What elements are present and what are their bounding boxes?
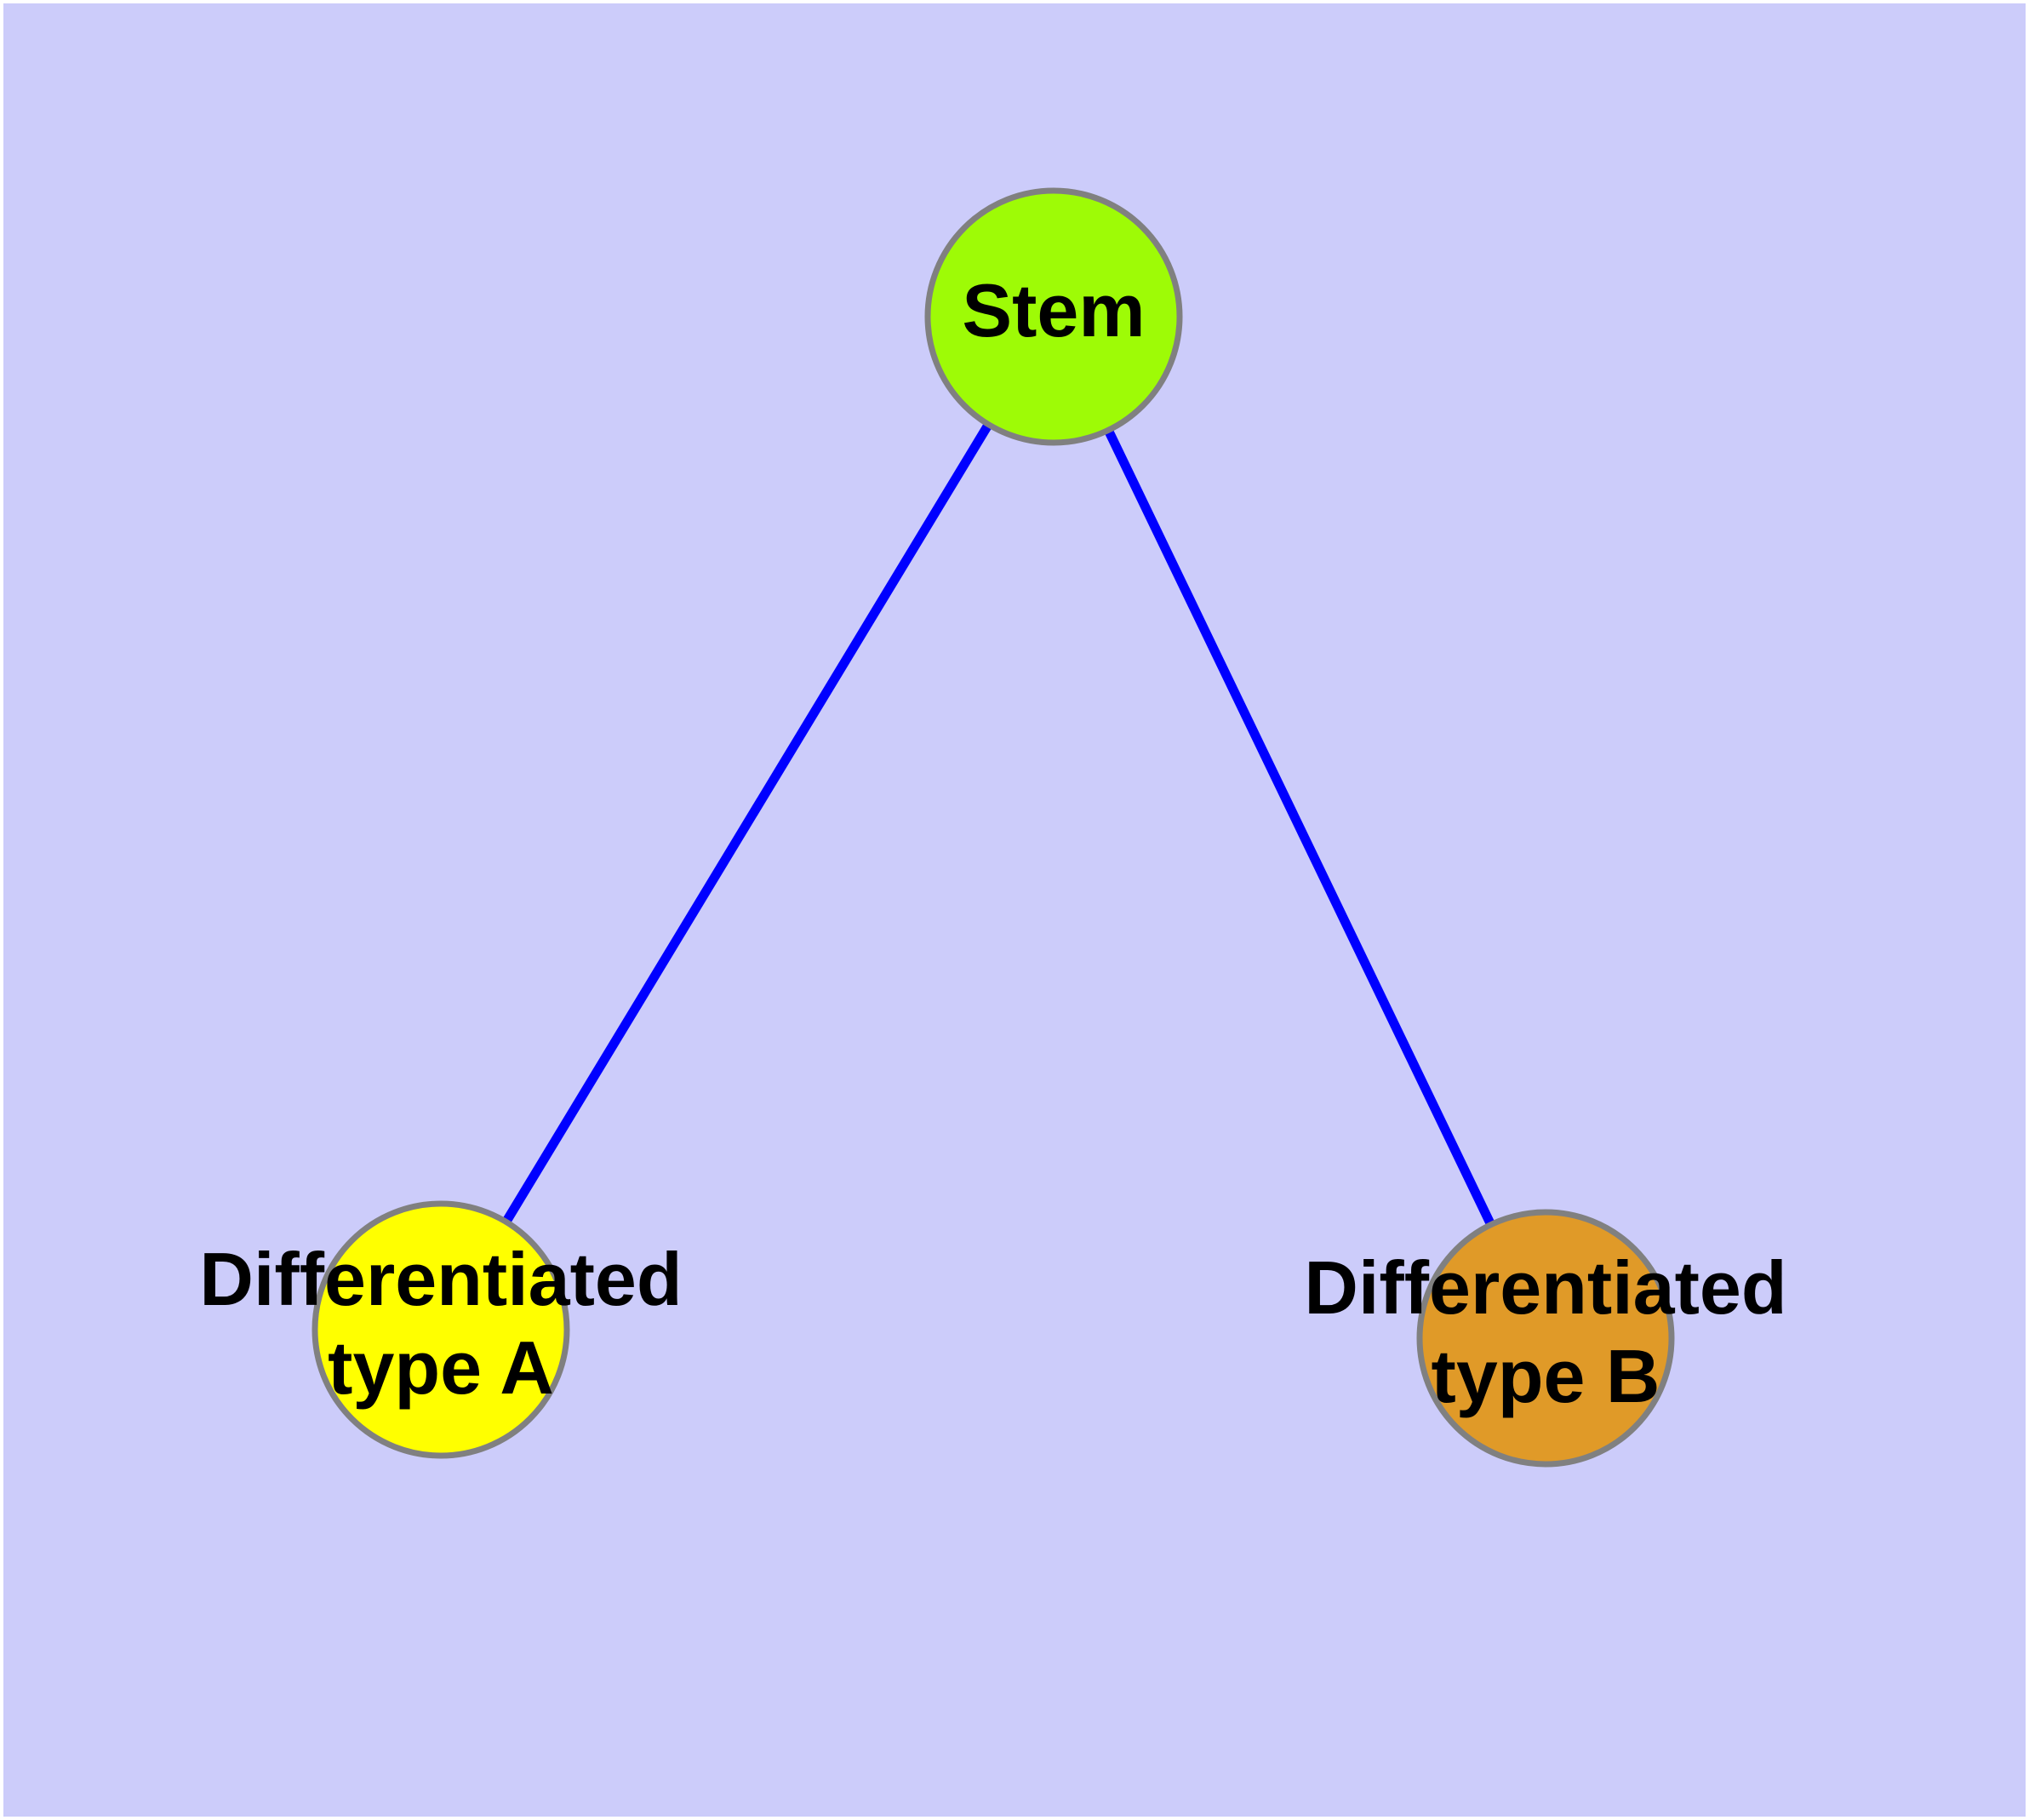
node-differentiated-type-a[interactable] [311,1200,570,1459]
label-line: type B [1432,1334,1660,1418]
node-stem-label: Stem [962,268,1145,352]
node-layer [311,187,1675,1468]
label-line: Differentiated [1304,1245,1786,1330]
node-stem-circle[interactable] [924,187,1183,446]
node-stem[interactable] [924,187,1183,446]
edge-stem-to-diff-b[interactable] [1104,427,1495,1228]
label-line: Stem [962,268,1145,352]
edge-stem-to-diff-a[interactable] [501,421,993,1225]
node-differentiated-type-b[interactable] [1416,1209,1675,1468]
edge-layer [501,421,1495,1228]
label-line: type A [328,1325,554,1410]
label-line: Differentiated [199,1237,682,1321]
node-diff-b-circle[interactable] [1416,1209,1675,1468]
node-diff-a-circle[interactable] [311,1200,570,1459]
